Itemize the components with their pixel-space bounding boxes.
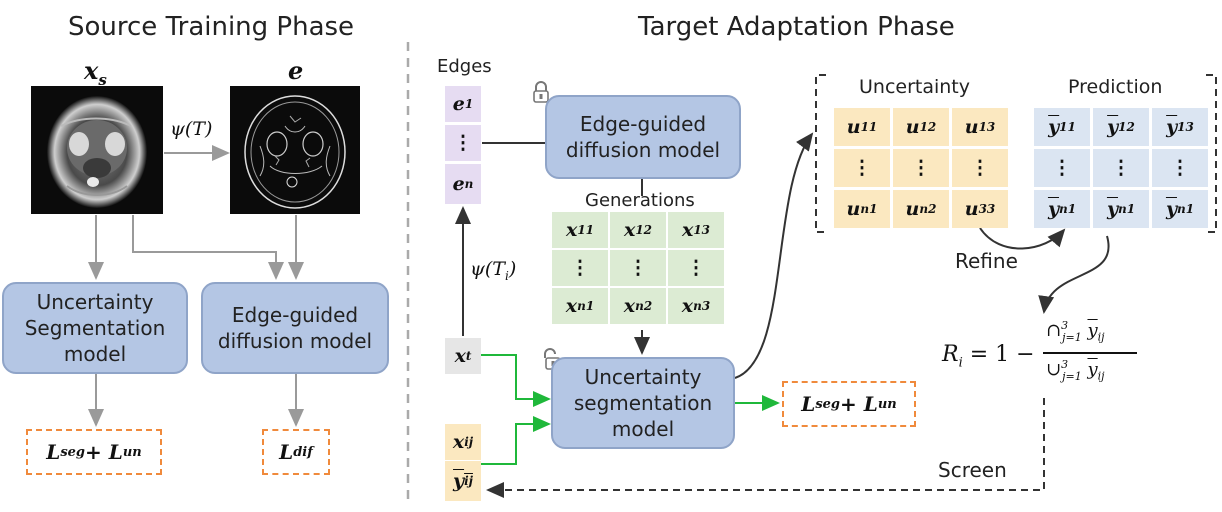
results-bracket-right [1206,74,1217,233]
generation-cell-r2-c2: ⋮ [610,250,666,286]
locked-icon [533,81,549,103]
prediction-cell-r2-c1: ⋮ [1034,149,1090,187]
prediction-to-formula-arrow [1038,235,1110,314]
uncertainty-cell-r2-c3: ⋮ [952,149,1008,187]
results-bracket-left [815,74,826,233]
arrow-xs-to-difmodel [132,215,284,280]
target-phase-title: Target Adaptation Phase [638,12,955,42]
prediction-cell-r2-c2: ⋮ [1093,149,1149,187]
psi-t-label: ψ(T) [170,118,213,140]
generation-cell-r2-c3: ⋮ [668,250,724,286]
uncertainty-cell-r2-c1: ⋮ [834,149,890,187]
segmodel-to-uncertainty-arrow [734,132,814,379]
edges-label: Edges [437,56,492,77]
generations-label: Generations [585,190,695,211]
mri-image [31,86,163,214]
formula-lhs: Ri = 1 − [942,342,1035,371]
xs-label: xs [84,56,107,89]
psi-ti-label: ψ(Ti) [470,258,517,283]
refine-arrow [979,227,1066,250]
uncertainty-label: Uncertainty [859,76,971,98]
screen-arrow [486,398,1045,498]
target-dif-model-box: Edge-guided diffusion model [545,95,741,179]
screen-label: Screen [938,458,1007,482]
target-seg-model-box: Uncertainty segmentation model [551,357,735,449]
prediction-cell-r2-c3: ⋮ [1152,149,1208,187]
xt-to-segmodel-arrow [481,354,551,407]
edge-image [230,86,360,214]
prediction-label: Prediction [1068,76,1163,98]
formula-denominator: ∪3j=1 yij [1046,358,1105,383]
e-label: e [288,56,304,85]
uncertainty-cell-r2-c2: ⋮ [893,149,949,187]
edge-dots: ⋮ [445,125,481,161]
source-dif-model-box: Edge-guided diffusion model [201,282,389,374]
refine-label: Refine [955,249,1018,273]
source-phase-title: Source Training Phase [68,12,355,42]
formula-numerator: ∩3j=1 yij [1046,319,1105,344]
xij-to-segmodel-arrow [481,416,551,465]
generation-cell-r2-c1: ⋮ [552,250,608,286]
source-seg-model-box: Uncertainty Segmentation model [2,282,188,374]
